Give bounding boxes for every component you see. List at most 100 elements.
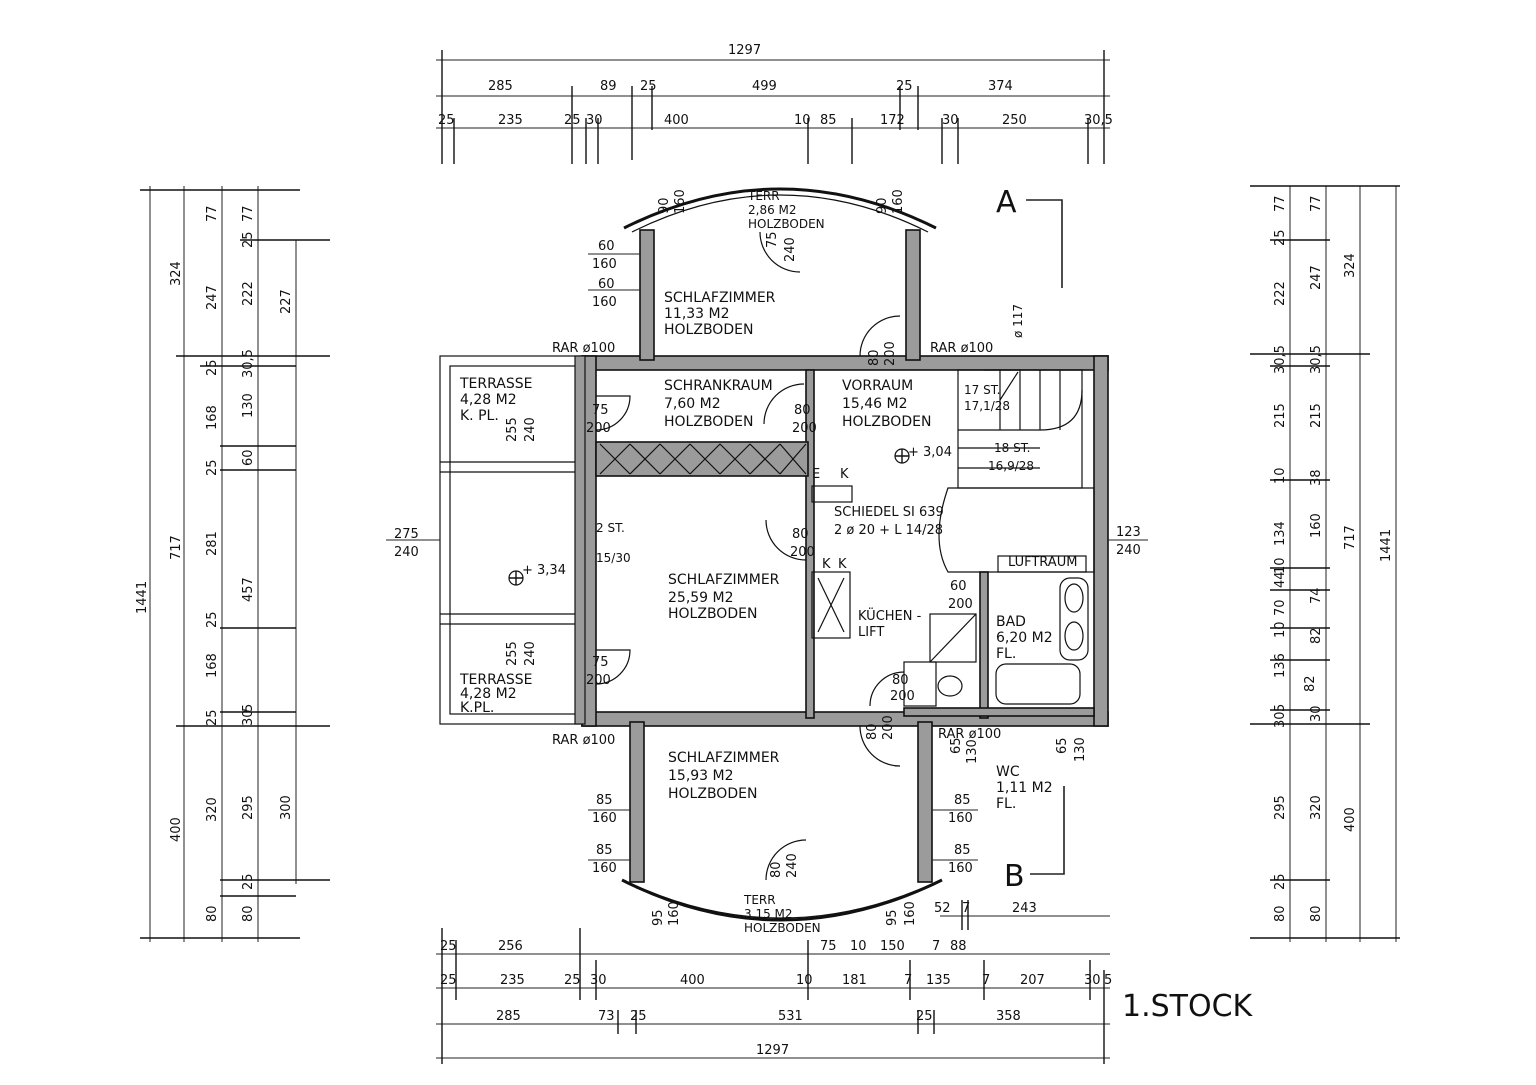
dim-value: 30,5 xyxy=(241,349,256,378)
dim-value: 10 xyxy=(1273,621,1288,638)
dim-value: 30,5 xyxy=(1309,345,1324,374)
dim-value: 77 xyxy=(1273,195,1288,212)
wall-bay-north-w xyxy=(639,229,655,361)
opening-height: 200 xyxy=(792,421,817,436)
room-floor: HOLZBODEN xyxy=(668,606,757,622)
chimney-spec: 2 ø 20 + L 14/28 xyxy=(834,523,943,538)
room-area: 15,46 M2 xyxy=(842,396,908,412)
wall-bay-south-w xyxy=(629,721,645,883)
dim-value: 300 xyxy=(279,795,294,820)
dim-value: 222 xyxy=(241,281,256,306)
wall-north xyxy=(581,355,1109,371)
room-area: 1,11 M2 xyxy=(996,780,1053,796)
dim-value: 324 xyxy=(1343,253,1358,278)
rar-label: RAR ø100 xyxy=(552,341,615,356)
dim-value: 168 xyxy=(205,405,220,430)
stair-ratio: 15/30 xyxy=(596,551,631,565)
room-labels: SCHLAFZIMMER 11,33 M2 HOLZBODEN SCHRANKR… xyxy=(459,189,1077,935)
room-floor: HOLZBODEN xyxy=(664,414,753,430)
room-label: WC xyxy=(996,764,1020,780)
wall-east xyxy=(1093,355,1109,727)
room-area: 4,28 M2 xyxy=(460,686,517,702)
dim-value: 243 xyxy=(1012,901,1037,916)
dim-value: 25 xyxy=(241,231,256,248)
opening-width: 95 xyxy=(651,909,666,926)
dim-value: 135 xyxy=(926,973,951,988)
dim-value: 30 xyxy=(1309,705,1324,722)
wall-interior-v1 xyxy=(805,369,815,719)
dim-value: 5 xyxy=(1104,973,1112,988)
room-floor: FL. xyxy=(996,796,1016,812)
dim-value: 717 xyxy=(169,535,184,560)
room-label: SCHLAFZIMMER xyxy=(664,290,776,306)
rar-label: RAR ø100 xyxy=(938,727,1001,742)
door-swings xyxy=(595,231,905,881)
rar-label: RAR ø100 xyxy=(930,341,993,356)
room-floor: HOLZBODEN xyxy=(842,414,931,430)
opening-width: 75 xyxy=(592,403,609,418)
opening-width: 75 xyxy=(765,231,780,248)
dim-value: 25 xyxy=(440,939,457,954)
dim-value: 85 xyxy=(820,113,837,128)
dim-value: 400 xyxy=(169,817,184,842)
room-label: TERRASSE xyxy=(459,376,532,392)
opening-width: 80 xyxy=(769,861,784,878)
opening-height: 240 xyxy=(785,853,800,878)
bay-arcs xyxy=(621,187,943,922)
opening-width: 80 xyxy=(867,349,882,366)
dims-bottom-text: 25 256 52 7 243 75 10 150 7 88 25 235 25… xyxy=(440,901,1112,1058)
opening-height: 160 xyxy=(667,901,682,926)
wall-bay-south-e xyxy=(917,721,933,883)
sheet-labels: 1.STOCK A B xyxy=(996,185,1254,1024)
dim-value: 25 xyxy=(205,359,220,376)
opening-width: 65 xyxy=(949,737,964,754)
dim-value: 215 xyxy=(1309,403,1324,428)
dim-value: 150 xyxy=(880,939,905,954)
dim-value: 499 xyxy=(752,79,777,94)
dim-value: 25 xyxy=(438,113,455,128)
room-label: VORRAUM xyxy=(842,378,913,394)
dim-value: 7 xyxy=(982,973,990,988)
dim-value: 136 xyxy=(1273,653,1288,678)
dim-value: 457 xyxy=(241,577,256,602)
opening-height: 160 xyxy=(673,189,688,214)
bath-fixtures xyxy=(811,485,1089,707)
dim-value: 285 xyxy=(496,1009,521,1024)
dim-value: 44 xyxy=(1273,571,1288,588)
dim-value: 1441 xyxy=(1379,529,1394,562)
room-floor: K. PL. xyxy=(460,408,499,424)
dim-value: 77 xyxy=(1309,195,1324,212)
dim-value: 30 xyxy=(241,709,256,726)
dim-value: 60 xyxy=(241,449,256,466)
room-label: TERR xyxy=(747,189,780,203)
opening-height: 160 xyxy=(903,901,918,926)
opening-height: 200 xyxy=(586,673,611,688)
opening-height: 240 xyxy=(523,417,538,442)
dim-value: 25 xyxy=(1273,873,1288,890)
level-label: + 3,04 xyxy=(908,445,952,460)
dim-value: 10 xyxy=(796,973,813,988)
dim-value: 25 xyxy=(640,79,657,94)
dim-value: 82 xyxy=(1303,675,1318,692)
opening-width: 80 xyxy=(865,723,880,740)
dim-value: 400 xyxy=(680,973,705,988)
dim-value: 172 xyxy=(880,113,905,128)
dim-value: 74 xyxy=(1309,587,1324,604)
dim-value: 30 xyxy=(590,973,607,988)
opening-width: 80 xyxy=(892,673,909,688)
dim-value: 25 xyxy=(564,973,581,988)
wardrobe-crosses xyxy=(599,443,807,475)
opening-height: 240 xyxy=(1116,543,1141,558)
dim-value: 30 xyxy=(1084,973,1101,988)
dim-value: 1297 xyxy=(756,1043,789,1058)
room-floor: HOLZBODEN xyxy=(744,921,821,935)
opening-width: 60 xyxy=(598,239,615,254)
opening-width: 275 xyxy=(394,527,419,542)
dim-value: 295 xyxy=(241,795,256,820)
dim-value: 25 xyxy=(916,1009,933,1024)
dim-value: 7 xyxy=(904,973,912,988)
dim-value: 80 xyxy=(1273,905,1288,922)
dim-value: 160 xyxy=(1309,513,1324,538)
dim-value: 181 xyxy=(842,973,867,988)
dim-value: 400 xyxy=(1343,807,1358,832)
